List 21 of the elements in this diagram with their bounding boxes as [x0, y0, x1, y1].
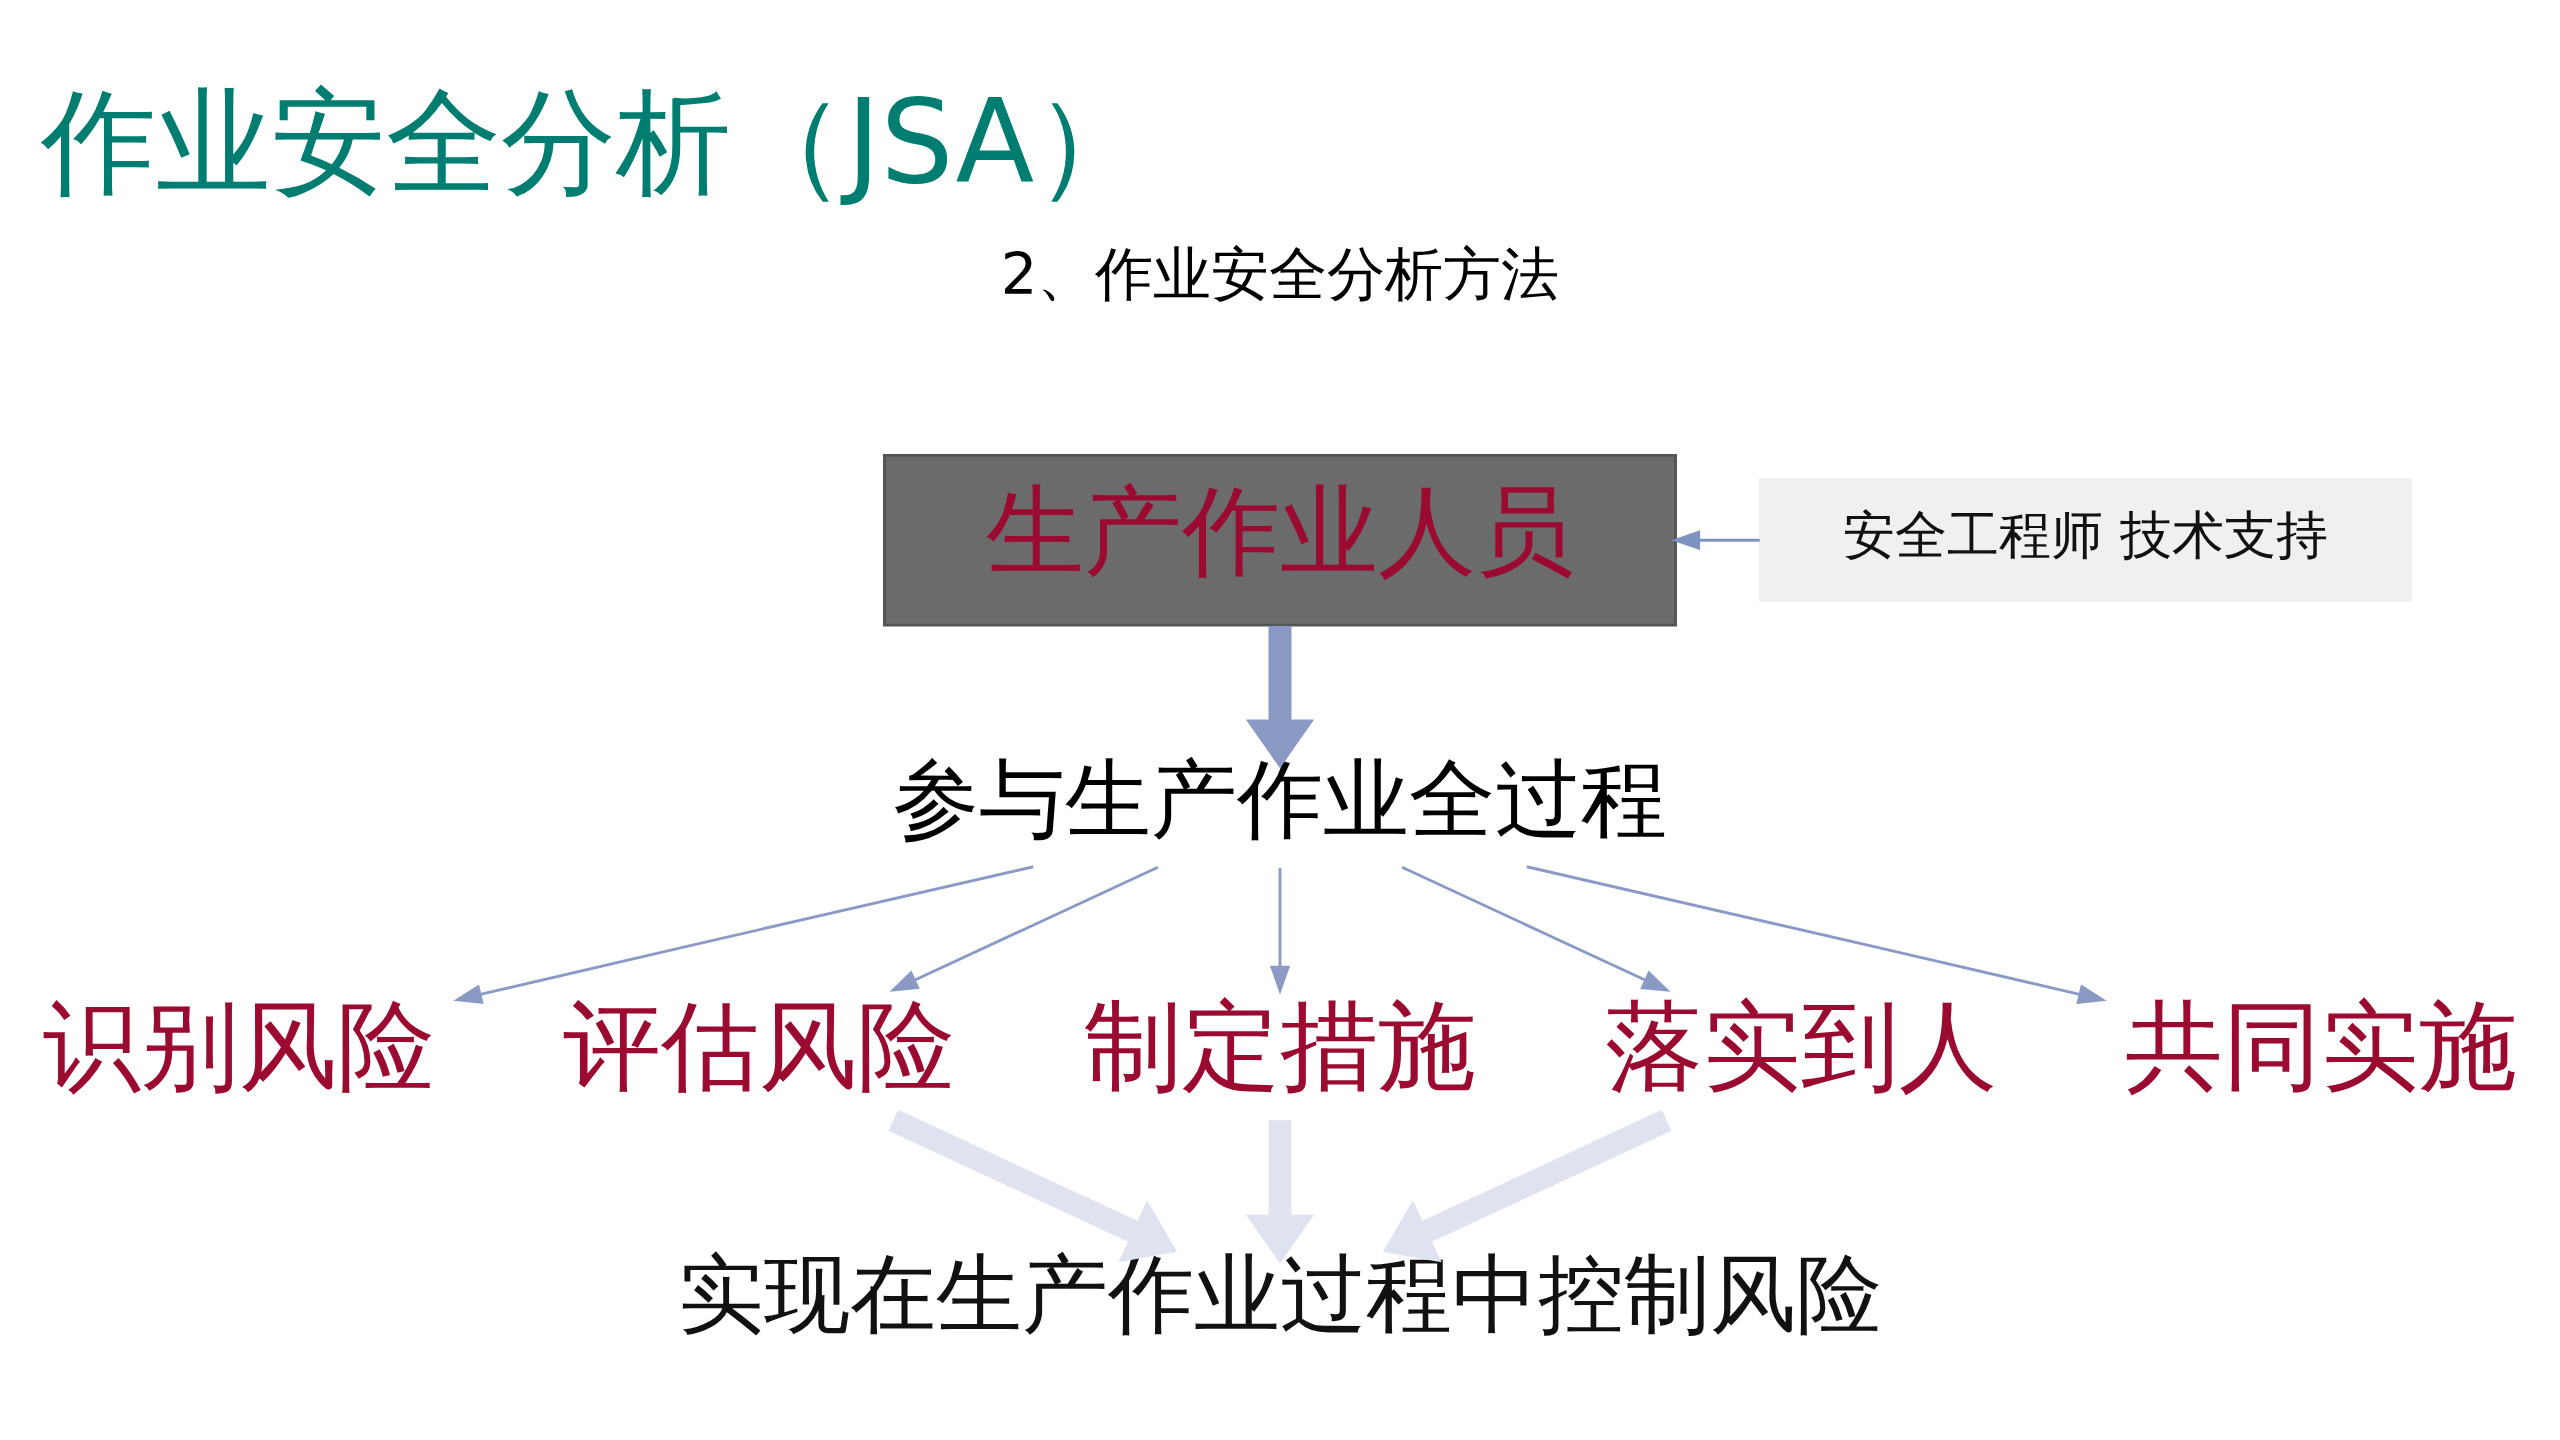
node-text: 制定措施 [1084, 993, 1476, 1102]
node-text: 识别风险 [42, 993, 435, 1102]
node-text: 共同实施 [2125, 993, 2518, 1102]
arrow [1245, 1120, 1315, 1264]
node-text: 评估风险 [563, 993, 956, 1102]
arrow [1671, 530, 1760, 551]
label: 2、作业安全分析方法 [1000, 241, 1560, 309]
node-text: 参与生产作业全过程 [893, 752, 1667, 849]
arrow [888, 1109, 1178, 1263]
arrow [453, 865, 1034, 1004]
node-box: 安全工程师 技术支持 [1758, 478, 2412, 603]
node-box: 生产作业人员 [883, 453, 1677, 627]
arrow [1401, 865, 1671, 992]
arrow [889, 865, 1159, 992]
node-text: 落实到人 [1604, 993, 1997, 1102]
diagram-title: 作业安全分析（JSA） [41, 75, 1150, 210]
arrow [1526, 865, 2107, 1004]
node-text: 实现在生产作业过程中控制风险 [678, 1244, 1882, 1345]
arrow [1269, 867, 1291, 995]
arrow [1382, 1109, 1672, 1263]
arrow [1245, 625, 1315, 769]
